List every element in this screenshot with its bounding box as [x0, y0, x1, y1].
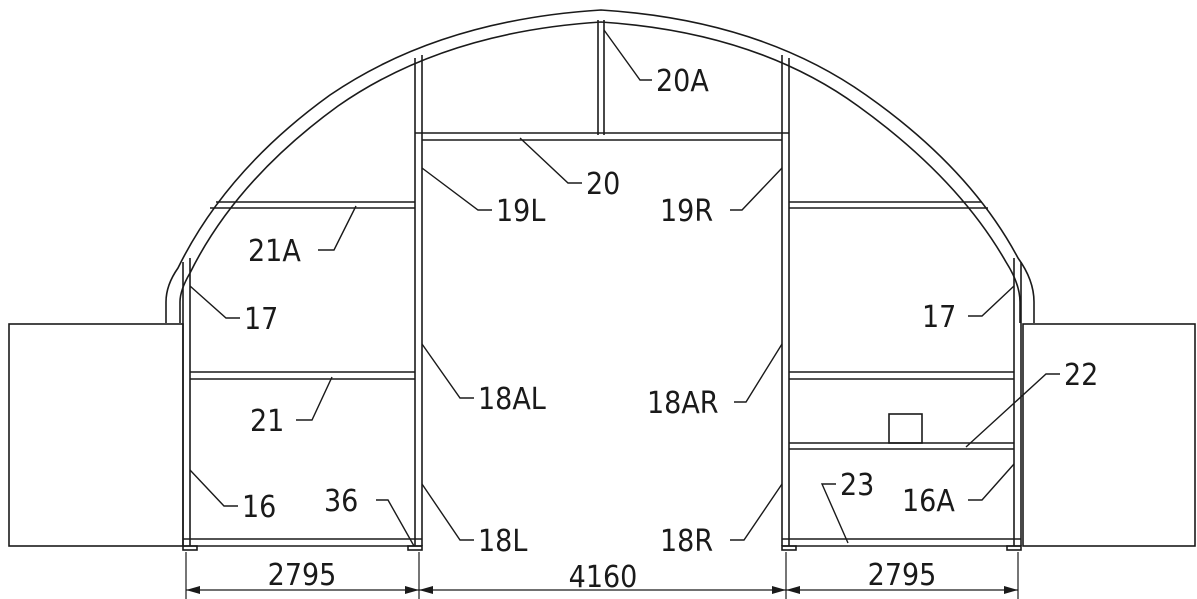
label-18AR: 18AR — [647, 386, 719, 421]
label-20: 20 — [586, 167, 620, 202]
dimension-left: 2795 — [268, 558, 337, 593]
label-16A: 16A — [902, 484, 955, 519]
beam-upper-right — [789, 201, 988, 209]
label-19L: 19L — [496, 194, 545, 229]
beam-21-left — [190, 371, 415, 380]
label-16: 16 — [242, 490, 276, 525]
label-23: 23 — [840, 468, 874, 503]
label-17-left: 17 — [244, 302, 278, 337]
left-side-box — [8, 323, 184, 547]
leader-lines — [189, 29, 1060, 547]
beam-21A-left — [210, 201, 415, 209]
label-18R: 18R — [660, 524, 713, 559]
right-inner-column — [781, 55, 790, 546]
beam-mid-right — [789, 371, 1014, 380]
label-18L: 18L — [478, 524, 527, 559]
shelf-22 — [789, 413, 1014, 450]
dimension-line — [185, 552, 1019, 599]
dimension-right: 2795 — [868, 558, 937, 593]
right-side-box — [1022, 323, 1196, 547]
left-end-post-17 — [182, 258, 191, 546]
label-19R: 19R — [660, 194, 713, 229]
dimension-center: 4160 — [569, 560, 638, 595]
center-post-20A — [597, 20, 605, 135]
label-22: 22 — [1064, 358, 1098, 393]
label-21A: 21A — [248, 234, 301, 269]
arch-roof — [165, 9, 1035, 323]
label-21: 21 — [250, 404, 284, 439]
beam-20 — [415, 132, 789, 141]
base-lines — [182, 538, 1022, 551]
left-inner-column — [414, 55, 423, 546]
right-end-post-17 — [1013, 258, 1022, 546]
label-20A: 20A — [656, 64, 709, 99]
label-18AL: 18AL — [478, 382, 546, 417]
label-36: 36 — [324, 484, 358, 519]
label-17-right: 17 — [922, 300, 956, 335]
